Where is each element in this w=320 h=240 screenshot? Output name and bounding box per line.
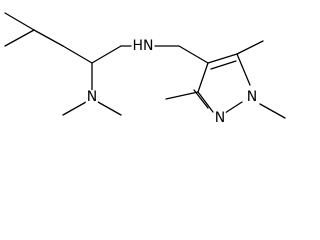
bond [4, 12, 35, 31]
molecule-diagram: HN N N N [4, 12, 286, 126]
bond [178, 45, 209, 64]
bond [236, 53, 251, 86]
bond [4, 29, 35, 47]
bond [33, 29, 64, 47]
bond [236, 40, 264, 55]
pyrazole-n1-label: N [245, 89, 259, 105]
bond [197, 62, 209, 93]
dimethylamine-n-label: N [85, 89, 99, 105]
skeletal-structure [4, 12, 286, 119]
bond [97, 101, 122, 116]
bond [62, 45, 93, 64]
bond [165, 91, 199, 100]
bond [197, 91, 214, 113]
pyrazole-n2-label: N [213, 110, 227, 126]
bond [210, 60, 237, 70]
bond [62, 101, 87, 116]
bond [91, 45, 122, 64]
bond [259, 103, 286, 119]
nh-atom-label: HN [131, 38, 155, 54]
bond [207, 53, 238, 64]
bond [224, 101, 243, 114]
